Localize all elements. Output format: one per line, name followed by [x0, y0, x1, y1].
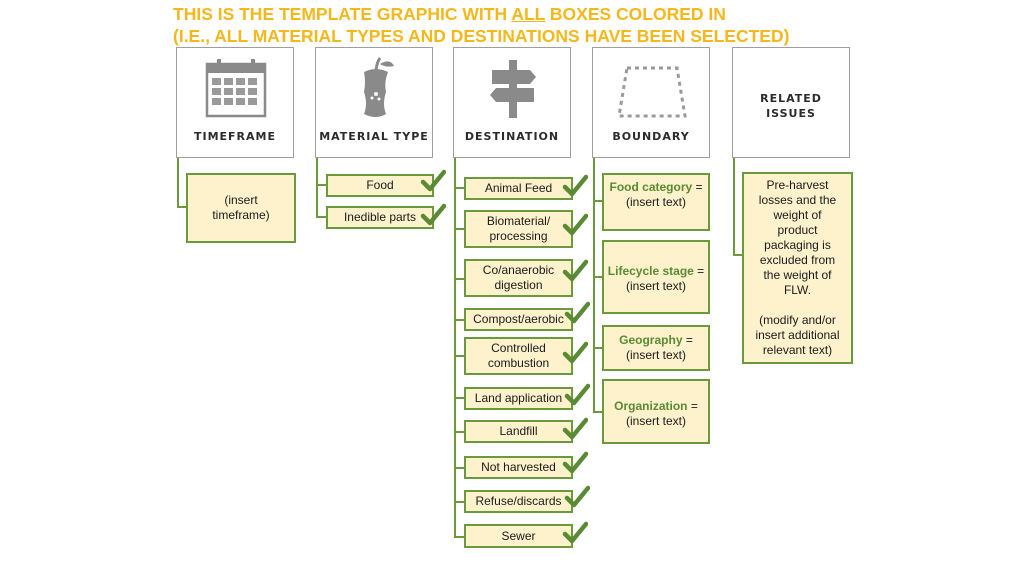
boundary-equals: = — [682, 333, 693, 347]
food-check-icon — [420, 169, 446, 192]
destination-box-animal-feed: Animal Feed — [464, 177, 573, 200]
biomaterial-check-icon — [562, 213, 588, 236]
destination-box-landfill: Landfill — [464, 420, 573, 443]
title-underlined-word: ALL — [511, 4, 546, 24]
material-box-food: Food — [326, 174, 434, 197]
destination-box-refuse-discards: Refuse/discards — [464, 490, 573, 513]
boundary-box-lifecycle-stage: Lifecycle stage = (insert text) — [602, 240, 710, 314]
calendar-icon — [205, 59, 267, 118]
boundary-box-organization: Organization = (insert text) — [602, 379, 710, 444]
destination-box-land-application: Land application — [464, 387, 573, 410]
destination-connector-tick — [454, 187, 464, 189]
destination-connector-tick — [454, 278, 464, 280]
destination-box-not-harvested: Not harvested — [464, 456, 573, 479]
boundary-box-food-category: Food category = (insert text) — [602, 173, 710, 231]
boundary-equals: = — [687, 399, 698, 413]
boundary-equals: = — [692, 180, 703, 194]
land-application-check-icon — [564, 383, 590, 406]
dashed-trapezoid-icon — [617, 66, 687, 118]
co-anaerobic-check-icon — [562, 259, 588, 282]
boundary-header-label: BOUNDARY — [612, 130, 690, 143]
boundary-food-category-label: Food category — [609, 180, 693, 194]
boundary-connector — [593, 158, 595, 412]
related-connector — [733, 158, 735, 256]
boundary-connector-tick — [593, 411, 602, 413]
destination-connector-tick — [454, 355, 464, 357]
signpost-icon — [490, 60, 536, 118]
boundary-geography-value: (insert text) — [625, 348, 686, 362]
related-issues-header: RELATED ISSUES — [732, 47, 850, 158]
related-connector-tick — [733, 254, 742, 256]
controlled-combustion-check-icon — [562, 341, 588, 364]
destination-connector-tick — [454, 228, 464, 230]
title-line-2: (I.E., ALL MATERIAL TYPES AND DESTINATIO… — [173, 26, 790, 46]
timeframe-header: TIMEFRAME — [176, 47, 294, 158]
material-type-header: MATERIAL TYPE — [315, 47, 433, 158]
material-box-inedible-parts: Inedible parts — [326, 206, 434, 229]
boundary-food-category-value: (insert text) — [625, 195, 686, 209]
sewer-check-icon — [562, 521, 588, 544]
boundary-connector-tick — [593, 276, 602, 278]
material-connector-tick-1 — [316, 184, 326, 186]
boundary-box-geography: Geography = (insert text) — [602, 325, 710, 371]
destination-box-sewer: Sewer — [464, 524, 573, 548]
not-harvested-check-icon — [562, 451, 588, 474]
landfill-check-icon — [562, 417, 588, 440]
destination-connector-tick — [454, 536, 464, 538]
related-issues-header-label: RELATED ISSUES — [760, 92, 822, 120]
inedible-parts-check-icon — [420, 203, 446, 226]
boundary-organization-label: Organization — [614, 399, 688, 413]
destination-connector-tick — [454, 397, 464, 399]
destination-box-biomaterial: Biomaterial/ processing — [464, 210, 573, 248]
boundary-equals: = — [693, 264, 705, 278]
destination-box-co-anaerobic: Co/anaerobic digestion — [464, 259, 573, 297]
apple-core-icon — [356, 57, 394, 117]
animal-feed-check-icon — [562, 174, 588, 197]
destination-box-controlled-combustion: Controlled combustion — [464, 337, 573, 375]
material-type-header-label: MATERIAL TYPE — [319, 130, 429, 143]
boundary-organization-value: (insert text) — [625, 414, 686, 428]
boundary-connector-tick — [593, 347, 602, 349]
title-text-b: BOXES COLORED IN — [545, 4, 726, 24]
timeframe-box: (insert timeframe) — [186, 173, 296, 243]
destination-header: DESTINATION — [453, 47, 571, 158]
material-connector — [316, 158, 318, 217]
boundary-lifecycle-stage-label: Lifecycle stage — [607, 264, 694, 278]
timeframe-connector — [177, 158, 179, 208]
refuse-discards-check-icon — [564, 485, 590, 508]
destination-connector — [454, 158, 456, 538]
page-title: THIS IS THE TEMPLATE GRAPHIC WITH ALL BO… — [173, 3, 789, 47]
boundary-connector-tick — [593, 200, 602, 202]
destination-header-label: DESTINATION — [464, 130, 560, 143]
boundary-lifecycle-stage-value: (insert text) — [625, 279, 686, 293]
boundary-header: BOUNDARY — [592, 47, 710, 158]
destination-box-compost: Compost/aerobic — [464, 308, 573, 331]
timeframe-header-label: TIMEFRAME — [193, 130, 276, 143]
destination-connector-tick — [454, 501, 464, 503]
destination-connector-tick — [454, 467, 464, 469]
destination-connector-tick — [454, 319, 464, 321]
related-issues-box: Pre-harvest losses and the weight of pro… — [742, 172, 853, 364]
title-text-a: THIS IS THE TEMPLATE GRAPHIC WITH — [173, 4, 512, 24]
timeframe-connector-tick — [177, 206, 186, 208]
destination-connector-tick — [454, 431, 464, 433]
compost-check-icon — [564, 301, 590, 324]
title-line-1: THIS IS THE TEMPLATE GRAPHIC WITH ALL BO… — [173, 3, 789, 25]
boundary-geography-label: Geography — [619, 333, 683, 347]
material-connector-tick-2 — [316, 216, 326, 218]
